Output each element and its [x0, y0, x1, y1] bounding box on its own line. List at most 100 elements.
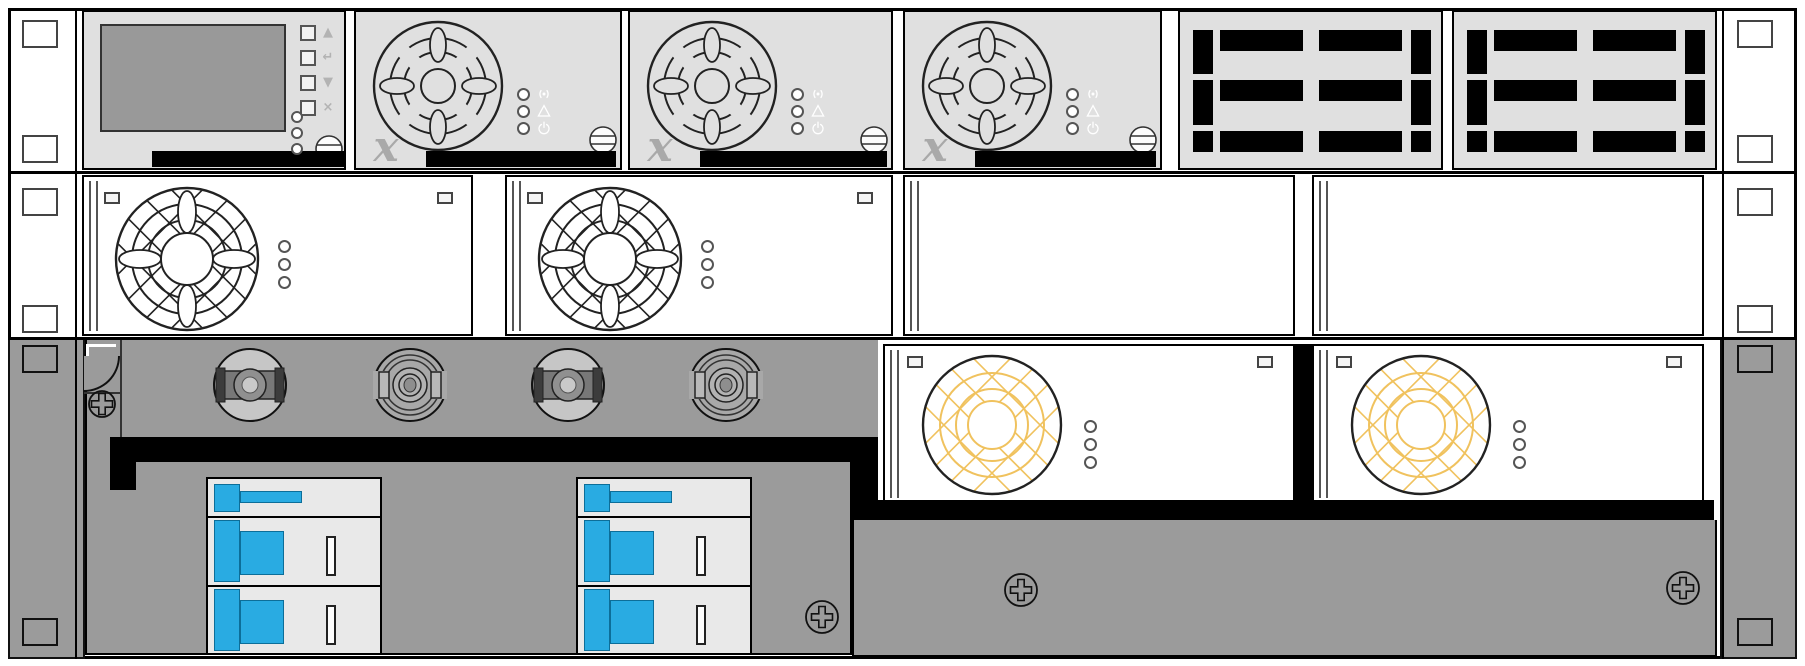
breaker-handle[interactable]: [610, 531, 654, 575]
signal-icon: [537, 87, 551, 101]
ac-fan-module-1: x: [354, 10, 622, 170]
stencil-segment: [1593, 80, 1676, 101]
breaker-flag: [584, 484, 610, 512]
signal-icon: [1086, 87, 1100, 101]
enter-button[interactable]: [300, 50, 316, 66]
status-led: [277, 239, 291, 253]
breaker-actuator[interactable]: [584, 520, 610, 582]
fan-tray-1: [82, 175, 473, 336]
breaker-handle[interactable]: [240, 600, 284, 644]
tray-rail: [89, 181, 91, 331]
latch-indicator: [1257, 356, 1273, 368]
breaker-bank-1[interactable]: [206, 477, 382, 655]
busbar-horizontal: [110, 437, 878, 462]
status-led: [277, 275, 291, 289]
breaker-flag: [214, 484, 240, 512]
breaker-window: [696, 605, 706, 645]
busbar-lower: [852, 500, 1714, 520]
breaker-handle[interactable]: [240, 531, 284, 575]
phillips-screw: [804, 599, 840, 635]
latch-indicator: [1666, 356, 1682, 368]
blank-panel-4: [1312, 175, 1704, 336]
tray-rail: [96, 181, 98, 331]
stencil-segment: [1193, 30, 1213, 74]
brand-logo: x: [922, 122, 948, 171]
status-led: [517, 88, 530, 101]
fan-grille-icon: [1349, 353, 1493, 497]
stencil-segment: [1467, 30, 1487, 74]
corner-bracket: [86, 344, 89, 356]
breaker-actuator[interactable]: [584, 589, 610, 651]
segment-display-2: [1452, 10, 1717, 170]
power-icon: [537, 121, 551, 135]
corner-bracket: [86, 344, 116, 347]
breaker-window: [326, 536, 336, 576]
warning-icon: [537, 104, 551, 118]
status-led: [700, 275, 714, 289]
rack-mount-hole: [22, 305, 58, 333]
rack-mount-hole: [22, 135, 58, 163]
row-divider-1: [8, 171, 1797, 174]
breaker-actuator[interactable]: [214, 589, 240, 651]
status-led: [291, 111, 303, 123]
stencil-segment: [1220, 131, 1303, 152]
phillips-screw: [1003, 572, 1039, 608]
rack-mount-hole: [1737, 618, 1773, 646]
pdu-panel-bottom: [852, 520, 1717, 657]
stencil-segment: [1494, 80, 1577, 101]
status-led: [1083, 437, 1097, 451]
status-led: [1066, 105, 1079, 118]
up-arrow-button[interactable]: [300, 25, 316, 41]
tray-rail: [519, 181, 521, 331]
dc-fan-tray-2: [1312, 344, 1704, 502]
rack-mount-hole: [1737, 345, 1773, 373]
status-led: [1083, 455, 1097, 469]
breaker-actuator[interactable]: [214, 520, 240, 582]
status-led: [1066, 122, 1079, 135]
latch-indicator: [1336, 356, 1352, 368]
stencil-segment: [1411, 80, 1431, 125]
handle-recess: [700, 151, 887, 167]
warning-icon: [811, 104, 825, 118]
bank-separator: [578, 516, 750, 518]
bank-separator: [208, 585, 380, 587]
stencil-segment: [1593, 131, 1676, 152]
stencil-segment: [1685, 80, 1705, 125]
rack-mount-hole: [1737, 135, 1773, 163]
phillips-screw: [87, 389, 117, 419]
status-led: [791, 105, 804, 118]
rack-ear-right-lower: [1720, 337, 1797, 659]
cancel-button[interactable]: [300, 100, 316, 116]
fan-grille-icon: [372, 20, 504, 152]
rack-mount-hole: [1737, 188, 1773, 216]
enter-icon: ↵: [322, 50, 334, 65]
tray-rail: [1326, 181, 1328, 331]
ac-fan-module-2: x: [628, 10, 893, 170]
breaker-handle[interactable]: [610, 600, 654, 644]
rack-mount-hole: [22, 188, 58, 216]
breaker-bank-2[interactable]: [576, 477, 752, 655]
status-led: [517, 122, 530, 135]
handle-recess: [152, 151, 344, 167]
brand-logo: x: [373, 122, 399, 171]
status-led: [291, 143, 303, 155]
stencil-segment: [1467, 80, 1487, 125]
stencil-segment: [1193, 80, 1213, 125]
down-arrow-button[interactable]: [300, 75, 316, 91]
stencil-segment: [1685, 131, 1705, 152]
stencil-segment: [1319, 131, 1402, 152]
warning-icon: [1086, 104, 1100, 118]
stencil-segment: [1411, 30, 1431, 74]
status-led: [700, 239, 714, 253]
tray-rail: [910, 181, 912, 331]
stencil-segment: [1319, 80, 1402, 101]
status-led: [791, 122, 804, 135]
rack-mount-hole: [22, 20, 58, 48]
phillips-screw: [1665, 570, 1701, 606]
tray-rail: [897, 350, 899, 498]
stencil-segment: [1494, 30, 1577, 51]
rack-mount-hole: [22, 345, 58, 373]
fan-grille-icon: [920, 353, 1064, 497]
bank-separator: [208, 516, 380, 518]
control-display-module: [82, 10, 346, 170]
